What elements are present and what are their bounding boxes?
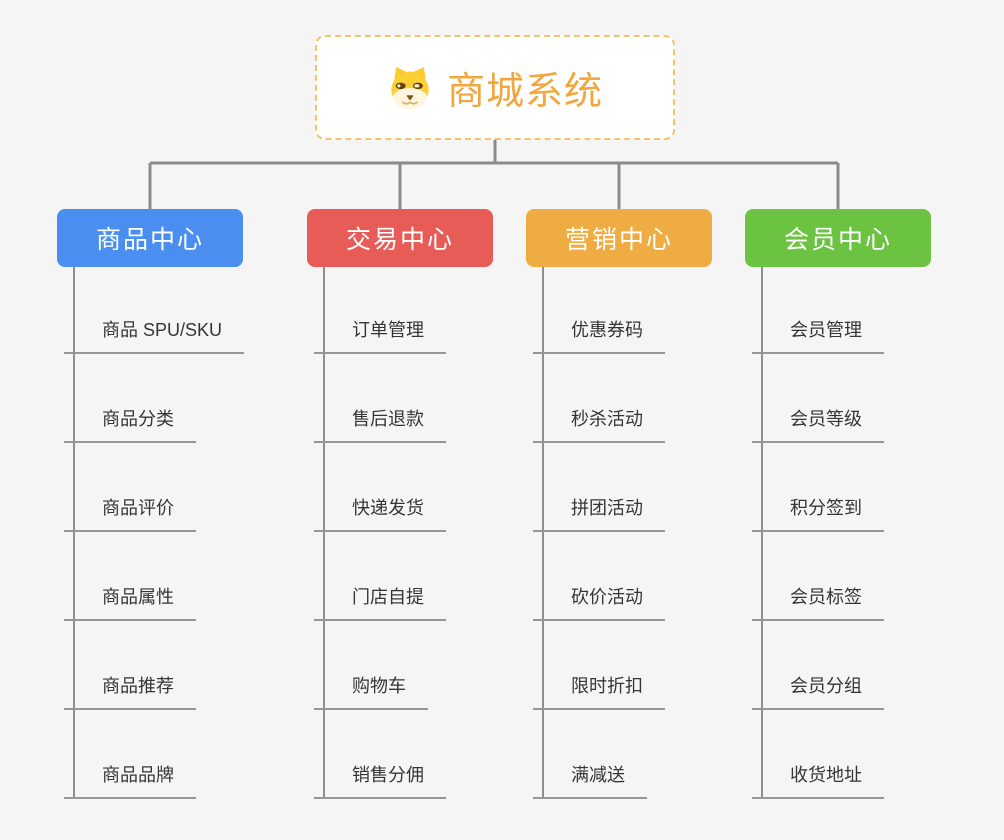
branch-header-marketing-center[interactable]: 营销中心 [526, 209, 712, 267]
branch-item[interactable]: 门店自提 [314, 584, 446, 621]
branch-item[interactable]: 优惠券码 [533, 317, 665, 354]
branch-item[interactable]: 商品属性 [64, 584, 196, 621]
branch-item[interactable]: 秒杀活动 [533, 406, 665, 443]
root-node[interactable]: 商城系统 [315, 35, 675, 140]
branch-item[interactable]: 砍价活动 [533, 584, 665, 621]
branch-header-trade-center[interactable]: 交易中心 [307, 209, 493, 267]
branch-product-center: 商品 SPU/SKU 商品分类 商品评价 商品属性 商品推荐 商品品牌 [64, 267, 275, 799]
branch-item[interactable]: 商品推荐 [64, 673, 196, 710]
root-title: 商城系统 [446, 71, 603, 113]
branch-header-member-center[interactable]: 会员中心 [745, 209, 931, 267]
branch-item[interactable]: 会员标签 [752, 584, 884, 621]
branch-item[interactable]: 快递发货 [314, 495, 446, 532]
branch-item[interactable]: 订单管理 [314, 317, 446, 354]
doge-icon [391, 66, 429, 109]
branch-header-product-center[interactable]: 商品中心 [57, 209, 243, 267]
branch-item[interactable]: 拼团活动 [533, 495, 665, 532]
branch-item[interactable]: 商品分类 [64, 406, 196, 443]
branch-item[interactable]: 售后退款 [314, 406, 446, 443]
connector-path [148, 140, 840, 209]
branch-item[interactable]: 商品 SPU/SKU [64, 317, 245, 354]
branch-item[interactable]: 会员分组 [752, 673, 884, 710]
branch-item[interactable]: 满减送 [533, 762, 647, 799]
branch-item[interactable]: 限时折扣 [533, 673, 665, 710]
branch-marketing-center: 优惠券码 秒杀活动 拼团活动 砍价活动 限时折扣 满减送 [533, 267, 744, 799]
branch-member-center: 会员管理 会员等级 积分签到 会员标签 会员分组 收货地址 [752, 267, 963, 799]
branch-item[interactable]: 会员管理 [752, 317, 884, 354]
branch-item[interactable]: 销售分佣 [314, 762, 446, 799]
branch-item[interactable]: 积分签到 [752, 495, 884, 532]
branch-item[interactable]: 收货地址 [752, 762, 884, 799]
branch-item[interactable]: 会员等级 [752, 406, 884, 443]
branch-trade-center: 订单管理 售后退款 快递发货 门店自提 购物车 销售分佣 [314, 267, 525, 799]
branch-item[interactable]: 购物车 [314, 673, 428, 710]
branch-item[interactable]: 商品品牌 [64, 762, 196, 799]
branch-item[interactable]: 商品评价 [64, 495, 196, 532]
